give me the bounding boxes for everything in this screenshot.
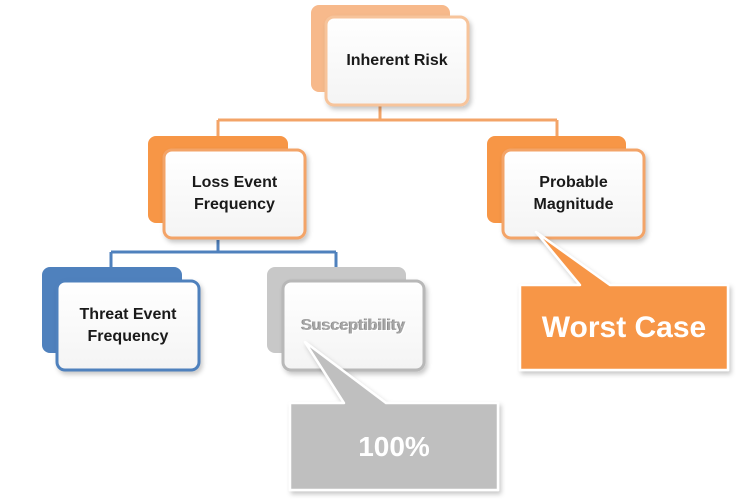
- callout-worst-case-shape: [518, 230, 730, 372]
- threat-event-text-line2: Frequency: [87, 327, 169, 345]
- node-probable-magnitude-card: [501, 148, 646, 240]
- node-threat-event-frequency: [42, 267, 201, 372]
- node-susceptibility-card: [281, 279, 426, 372]
- loss-event-text-line2: Frequency: [194, 196, 275, 213]
- worst-case-text: Worst Case: [541, 310, 707, 344]
- callout-worst-case: [518, 230, 730, 372]
- callout-susceptibility-value-shape: [288, 340, 500, 492]
- node-threat-event-card: [55, 279, 201, 372]
- node-susceptibility: [267, 267, 426, 372]
- node-loss-event-frequency: [148, 136, 307, 240]
- threat-event-text-line1: Threat Event: [79, 305, 177, 323]
- node-susceptibility-label: Susceptibility: [283, 281, 424, 370]
- loss-event-text-line1: Loss Event: [191, 174, 278, 192]
- callout-susceptibility-value: [288, 340, 500, 492]
- connector-loss-event: [109, 240, 338, 268]
- node-inherent-risk: [311, 5, 470, 107]
- node-probable-magnitude-label: Probable Magnitude: [503, 150, 644, 238]
- callout-worst-case-label: Worst Case: [520, 285, 728, 370]
- susceptibility-value-text: 100%: [358, 430, 430, 462]
- connector-top: [216, 104, 559, 137]
- callout-susceptibility-value-label: 100%: [290, 403, 498, 490]
- node-loss-event-frequency-label: Loss Event Frequency: [164, 150, 305, 238]
- node-inherent-risk-label: Inherent Risk: [326, 17, 468, 105]
- node-loss-event-card: [162, 148, 307, 240]
- susceptibility-text: Susceptibility: [301, 316, 406, 334]
- node-probable-magnitude: [487, 136, 646, 240]
- node-threat-event-frequency-label: Threat Event Frequency: [57, 281, 199, 370]
- inherent-risk-text: Inherent Risk: [346, 52, 448, 70]
- probable-magnitude-text-line2: Magnitude: [533, 196, 614, 213]
- node-inherent-risk-card: [324, 15, 470, 107]
- probable-magnitude-text-line1: Probable: [539, 174, 608, 192]
